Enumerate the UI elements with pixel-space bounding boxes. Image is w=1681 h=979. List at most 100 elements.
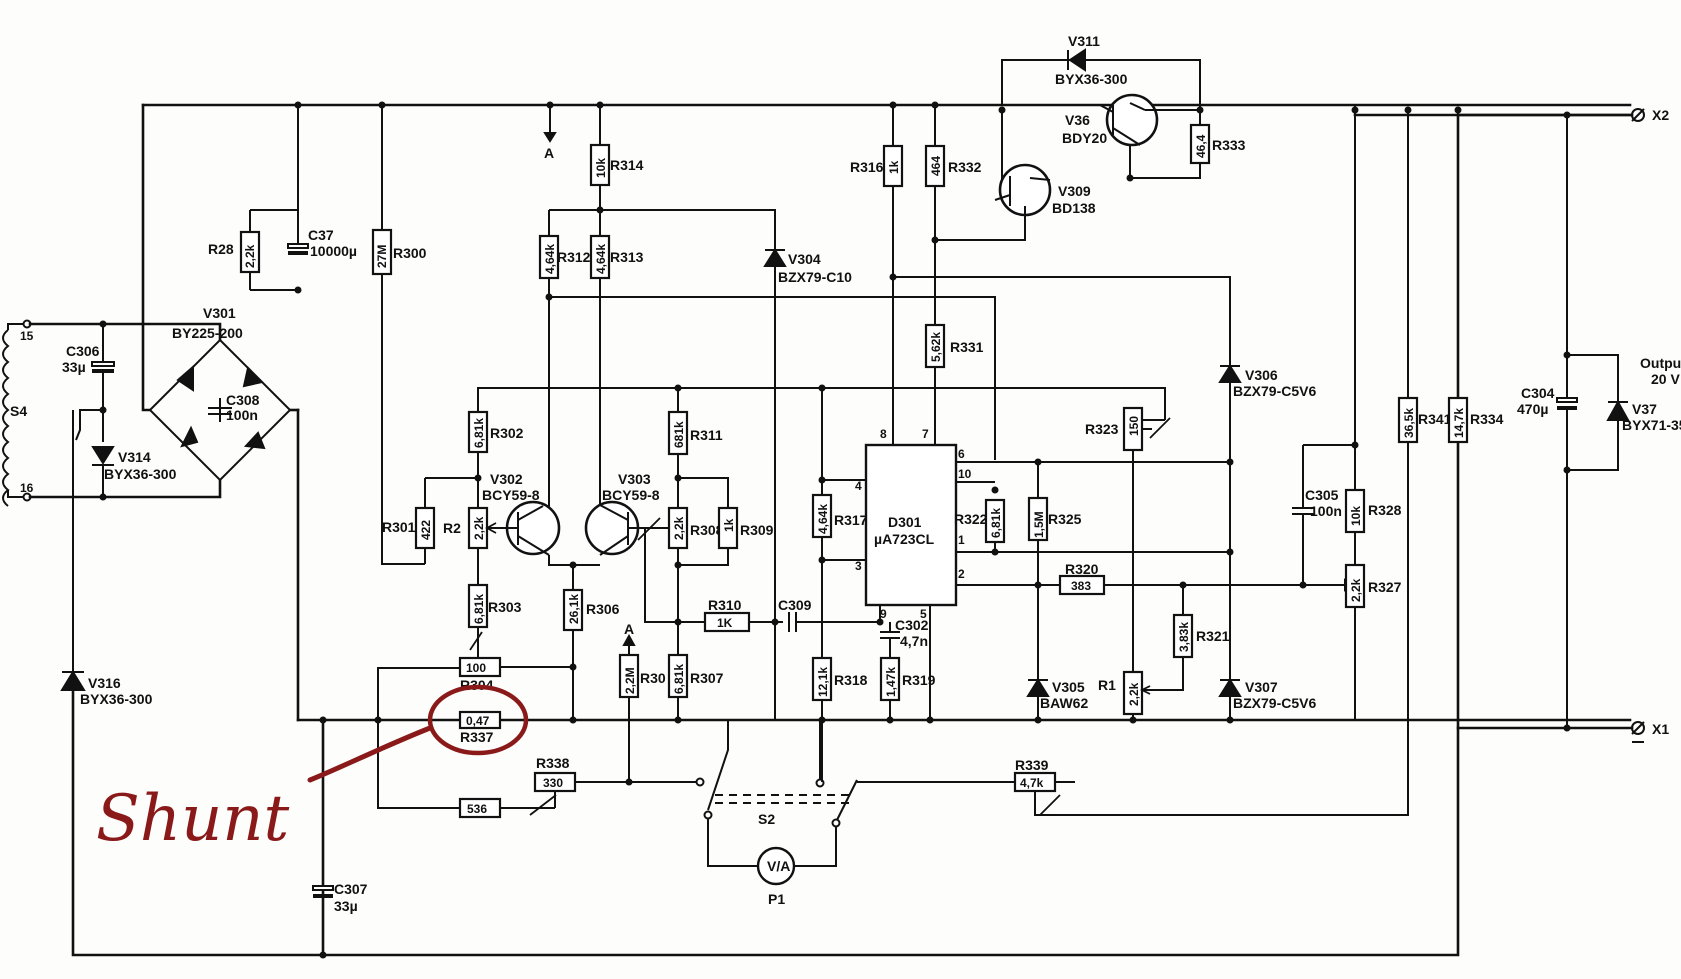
potentiometer-r2: R2 2,2k [443, 506, 508, 585]
v302-part: BCY59-8 [482, 487, 540, 503]
transistor-v36: V36 BDY20 [1062, 93, 1200, 147]
r317-value: 4,64k [816, 504, 830, 534]
v309-part: BD138 [1052, 200, 1096, 216]
c308-ref: C308 [226, 392, 260, 408]
v301-ref: V301 [203, 305, 236, 321]
v306-part: BZX79-C5V6 [1233, 383, 1316, 399]
resistor-r314: R314 10k [589, 105, 644, 210]
r338-ref: R338 [536, 755, 570, 771]
resistor-r301: R301 422 [382, 506, 436, 564]
r319-ref: R319 [902, 672, 936, 688]
transistor-v309: V309 BD138 [994, 163, 1096, 240]
resistor-r328: R328 10k [1344, 488, 1402, 565]
resistor-r332: R332 464 [924, 105, 982, 325]
zener-v307: V307 BZX79-C5V6 [1218, 678, 1316, 720]
r313-value: 4,64k [594, 244, 608, 274]
resistor-536: 536 [458, 797, 555, 819]
r333-value: 46,4 [1194, 134, 1208, 158]
v36-ref: V36 [1065, 112, 1090, 128]
r323-value: 150 [1127, 416, 1141, 436]
output-voltage: 20 V [1651, 371, 1680, 387]
ic-pin-2: 2 [958, 567, 965, 581]
ic-ref: D301 [888, 514, 922, 530]
r320-value: 383 [1071, 579, 1091, 593]
r332-ref: R332 [948, 159, 982, 175]
p1-symbol: V/A [767, 858, 790, 874]
c305-ref: C305 [1305, 487, 1339, 503]
resistor-r317: R317 4,64k [811, 493, 868, 658]
ic-pin-7: 7 [922, 427, 929, 441]
c309-ref: C309 [778, 597, 812, 613]
c305-value: 100n [1310, 503, 1342, 519]
resistor-r300: R300 27M [371, 105, 427, 565]
r301-ref: R301 [382, 519, 416, 535]
r332-value: 464 [929, 156, 943, 176]
r318-value: 12,1k [816, 667, 830, 697]
r307-value: 6,81k [672, 664, 686, 694]
r302-value: 6,81k [472, 418, 486, 448]
shunt-annotation: Shunt [96, 684, 529, 856]
potentiometer-r338: R338 330 [529, 755, 700, 816]
capacitor-c302: C302 4,7n [880, 617, 929, 658]
r337-ref: R337 [460, 729, 494, 745]
v305-part: BAW62 [1040, 695, 1088, 711]
c306-value: 33µ [62, 359, 86, 375]
capacitor-c306: C306 33µ [62, 324, 115, 442]
resistor-r325: R325 1,5M [1027, 462, 1082, 680]
r328-value: 10k [1349, 506, 1363, 526]
r307-ref: R307 [690, 670, 724, 686]
v37-part: BYX71-350 [1622, 417, 1681, 433]
a-top-label: A [544, 145, 554, 161]
diode-v316: V316 BYX36-300 [60, 410, 153, 707]
resistor-r307: R307 6,81k [667, 653, 724, 720]
node-a-top: A [543, 105, 557, 161]
r306-value: 26,1k [567, 594, 581, 624]
v303-part: BCY59-8 [602, 487, 660, 503]
resistor-r341: R341 36,5k [1397, 110, 1452, 480]
r338-value: 330 [543, 776, 563, 790]
r328-ref: R328 [1368, 502, 1402, 518]
r311-ref: R311 [690, 427, 723, 443]
v311-part: BYX36-300 [1055, 71, 1128, 87]
c306-ref: C306 [66, 343, 100, 359]
c307-ref: C307 [334, 881, 368, 897]
r301-value: 422 [419, 520, 433, 540]
c302-value: 4,7n [900, 633, 928, 649]
r339-value: 4,7k [1020, 776, 1044, 790]
r314-ref: R314 [610, 157, 644, 173]
terminal-x2-label: X2 [1652, 107, 1669, 123]
capacitor-c304: C304 470µ [1517, 115, 1578, 728]
resistor-r323: R323 150 [1085, 406, 1171, 672]
v314-part: BYX36-300 [104, 466, 177, 482]
ic-pin-4: 4 [855, 479, 862, 493]
v304-ref: V304 [788, 251, 821, 267]
r331-ref: R331 [950, 339, 984, 355]
resistor-r312: R312 4,64k [538, 210, 591, 535]
ic-d301: D301 µA723CL 8 7 4 3 6 10 1 2 9 5 [855, 427, 972, 621]
resistor-r319: R319 1,47k [879, 656, 936, 720]
zener-v37: V37 BYX71-350 [1606, 399, 1681, 433]
capacitor-c37: C37 10000µ [287, 105, 357, 259]
r316-value: 1k [887, 160, 901, 174]
c304-value: 470µ [1517, 401, 1548, 417]
ic-pin-9: 9 [880, 607, 887, 621]
r327-ref: R327 [1368, 579, 1402, 595]
r303-value: 6,81k [472, 594, 486, 624]
r321-ref: R321 [1196, 628, 1230, 644]
v301-part: BY225-200 [172, 325, 243, 341]
r337-value: 0,47 [466, 714, 490, 728]
transistor-v303: V303 BCY59-8 [584, 471, 661, 556]
r303-ref: R303 [488, 599, 522, 615]
potentiometer-r339: R339 4,7k [1013, 480, 1409, 816]
resistor-r303: R303 6,81k [467, 583, 522, 651]
r331-value: 5,62k [929, 332, 943, 362]
diode-v311: V311 BYX36-300 [1001, 33, 1201, 110]
terminal-x1-label: X1 [1652, 721, 1669, 737]
r322-value: 6,81k [989, 508, 1003, 538]
annotation-arrow-line [307, 725, 433, 783]
r318-ref: R318 [834, 672, 868, 688]
resistor-r28: R28 2,2k [208, 210, 261, 290]
c304-ref: C304 [1521, 385, 1555, 401]
resistor-r316: R316 1k [850, 105, 904, 445]
zener-v306: V306 BZX79-C5V6 [1218, 364, 1316, 680]
